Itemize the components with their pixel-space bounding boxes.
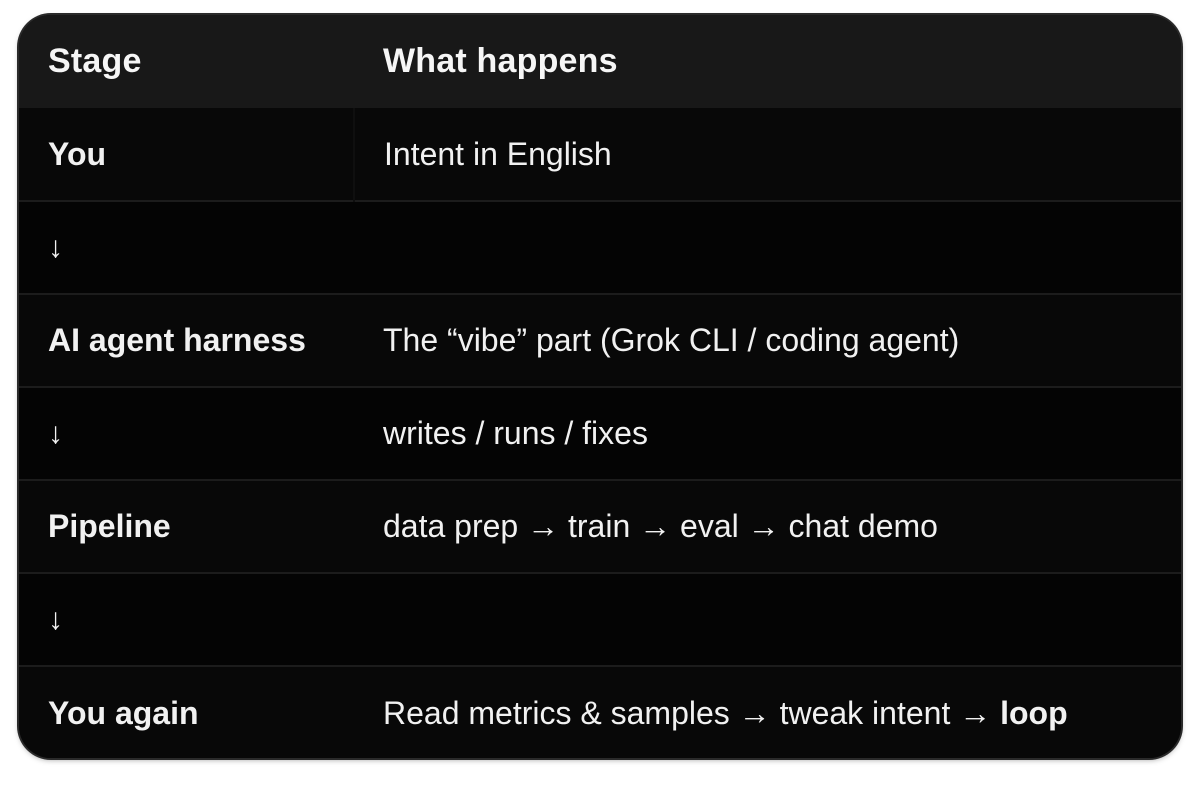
loop-emphasis: loop: [1000, 694, 1068, 731]
what-cell: writes / runs / fixes: [354, 386, 1181, 480]
what-cell: Read metrics & samples → tweak intent → …: [354, 665, 1181, 758]
what-text: Read metrics & samples → tweak intent →: [383, 694, 1001, 731]
down-arrow-icon: ↓: [19, 572, 354, 666]
table-row: ↓: [19, 200, 1181, 294]
header-what-happens: What happens: [383, 42, 618, 80]
what-cell: Intent in English: [384, 135, 612, 172]
stage-cell: AI agent harness: [19, 293, 354, 387]
what-cell: [354, 200, 1181, 294]
workflow-table-card: Stage What happens You Intent in English…: [19, 15, 1181, 758]
table-row: You Intent in English: [19, 108, 1181, 201]
what-cell: data prep → train → eval → chat demo: [354, 479, 1181, 573]
stage-cell: You: [19, 108, 355, 201]
down-arrow-icon: ↓: [19, 386, 354, 480]
stage-cell: You again: [19, 665, 354, 758]
header-row: Stage What happens: [19, 15, 1181, 108]
stage-cell: Pipeline: [19, 479, 354, 573]
table-row: ↓: [19, 572, 1181, 666]
table-row: You again Read metrics & samples → tweak…: [19, 665, 1181, 758]
down-arrow-icon: ↓: [19, 200, 354, 294]
header-stage: Stage: [48, 42, 142, 80]
table-row: ↓ writes / runs / fixes: [19, 386, 1181, 480]
table-row: AI agent harness The “vibe” part (Grok C…: [19, 293, 1181, 387]
table-header: Stage What happens: [19, 15, 1181, 108]
table-row: Pipeline data prep → train → eval → chat…: [19, 479, 1181, 573]
workflow-table: Stage What happens You Intent in English…: [19, 15, 1181, 758]
table-body: You Intent in English ↓ AI agent harness…: [19, 108, 1181, 758]
what-cell: [354, 572, 1181, 666]
what-cell: The “vibe” part (Grok CLI / coding agent…: [354, 293, 1181, 387]
